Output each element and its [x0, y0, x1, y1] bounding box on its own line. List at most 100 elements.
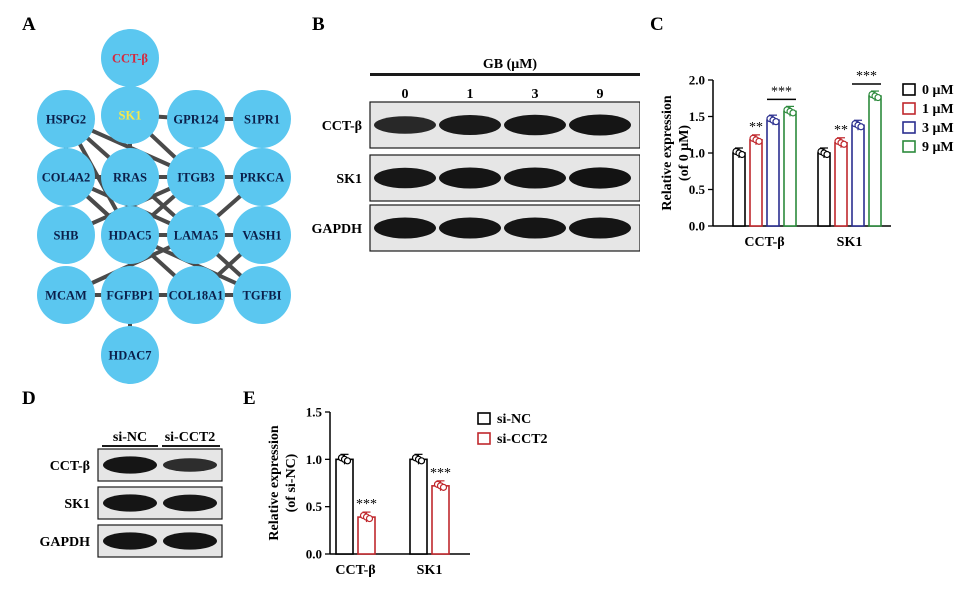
node-circle	[101, 86, 159, 144]
data-point	[772, 118, 780, 126]
data-point	[439, 483, 448, 491]
y-tick-label: 1.0	[306, 452, 322, 467]
blot-band	[569, 114, 631, 136]
bar	[732, 152, 746, 227]
node-circle	[101, 148, 159, 206]
blot-row-label: CCT-β	[322, 119, 362, 134]
x-tick-label: CCT-β	[335, 563, 375, 578]
node-label: CCT-β	[112, 52, 148, 66]
node-circle	[101, 206, 159, 264]
node-circle	[101, 29, 159, 87]
blot-band	[163, 458, 217, 472]
data-point	[857, 123, 865, 131]
blot-band	[504, 167, 566, 189]
node-circle	[167, 206, 225, 264]
node-fgfbp1: FGFBP1	[101, 266, 159, 324]
panel-label-b: B	[312, 14, 325, 35]
node-sk1: SK1	[101, 86, 159, 144]
bar	[868, 95, 882, 227]
blot-band	[103, 494, 157, 512]
node-label: HSPG2	[46, 113, 86, 127]
blot-b-dose: 9	[597, 87, 604, 102]
blot-band	[569, 167, 631, 189]
blot-row-label: SK1	[336, 172, 362, 187]
legend-label: 9 μM	[922, 140, 954, 155]
node-circle	[167, 148, 225, 206]
node-itgb3: ITGB3	[167, 148, 225, 206]
data-point	[417, 457, 426, 465]
data-point	[365, 514, 374, 523]
node-label: TGFBI	[243, 289, 282, 303]
blot-band	[439, 167, 501, 189]
blot-band	[103, 456, 157, 474]
blot-band	[374, 116, 436, 134]
legend-label: si-CCT2	[497, 432, 548, 447]
node-hdac7: HDAC7	[101, 326, 159, 384]
significance-label: ***	[430, 466, 451, 481]
legend-swatch	[477, 432, 491, 445]
node-shb: SHB	[37, 206, 95, 264]
bar	[851, 124, 865, 227]
bar	[749, 139, 763, 227]
blot-d-lane: si-NC	[113, 430, 147, 445]
legend-label: 3 μM	[922, 121, 954, 136]
data-point	[755, 137, 763, 145]
blot-row-label: CCT-β	[50, 459, 90, 474]
node-col18a1: COL18A1	[167, 266, 225, 324]
bar	[357, 516, 376, 555]
node-label: HDAC7	[108, 349, 151, 363]
significance-label: ***	[771, 84, 792, 99]
blot-band	[163, 532, 217, 550]
blot-row-label: GAPDH	[39, 535, 90, 550]
y-tick-label: 1.5	[689, 109, 706, 124]
blot-band	[439, 217, 501, 239]
node-label: ITGB3	[177, 171, 215, 185]
y-tick-label: 0.5	[306, 499, 323, 514]
node-label: PRKCA	[240, 171, 284, 185]
y-tick-label: 0.5	[689, 182, 706, 197]
x-tick-label: CCT-β	[744, 235, 784, 250]
significance-label: **	[749, 120, 763, 135]
node-lama5: LAMA5	[167, 206, 225, 264]
node-label: VASH1	[242, 229, 281, 243]
node-label: FGFBP1	[106, 289, 153, 303]
node-label: MCAM	[45, 289, 87, 303]
x-tick-label: SK1	[837, 235, 863, 250]
node-circle	[167, 90, 225, 148]
node-tgfbi: TGFBI	[233, 266, 291, 324]
y-tick-label: 1.5	[306, 405, 323, 420]
y-axis-label-2: (of 0 μM)	[677, 125, 692, 181]
node-hspg2: HSPG2	[37, 90, 95, 148]
node-circle	[233, 148, 291, 206]
panel-label-e: E	[243, 388, 256, 409]
data-point	[343, 457, 352, 465]
blot-band	[374, 217, 436, 239]
blot-b-dose: 1	[467, 87, 474, 102]
legend-swatch	[902, 121, 916, 134]
node-circle	[37, 206, 95, 264]
node-label: GPR124	[173, 113, 219, 127]
legend-label: 1 μM	[922, 102, 954, 117]
data-point	[823, 150, 831, 159]
legend-swatch	[902, 140, 916, 153]
significance-label: ***	[356, 497, 377, 512]
y-axis-label: Relative expression	[660, 95, 675, 210]
node-circle	[37, 90, 95, 148]
node-label: COL18A1	[169, 289, 224, 303]
blot-band	[569, 217, 631, 239]
node-circle	[37, 266, 95, 324]
node-label: COL4A2	[42, 171, 91, 185]
panel-label-a: A	[22, 14, 36, 35]
node-rras: RRAS	[101, 148, 159, 206]
node-vash1: VASH1	[233, 206, 291, 264]
legend-swatch	[902, 102, 916, 115]
node-label: HDAC5	[108, 229, 151, 243]
bar	[817, 152, 831, 227]
y-tick-label: 1.0	[689, 146, 705, 161]
node-prkca: PRKCA	[233, 148, 291, 206]
data-point	[874, 93, 882, 102]
y-tick-label: 2.0	[689, 73, 705, 88]
node-label: SK1	[119, 109, 142, 123]
